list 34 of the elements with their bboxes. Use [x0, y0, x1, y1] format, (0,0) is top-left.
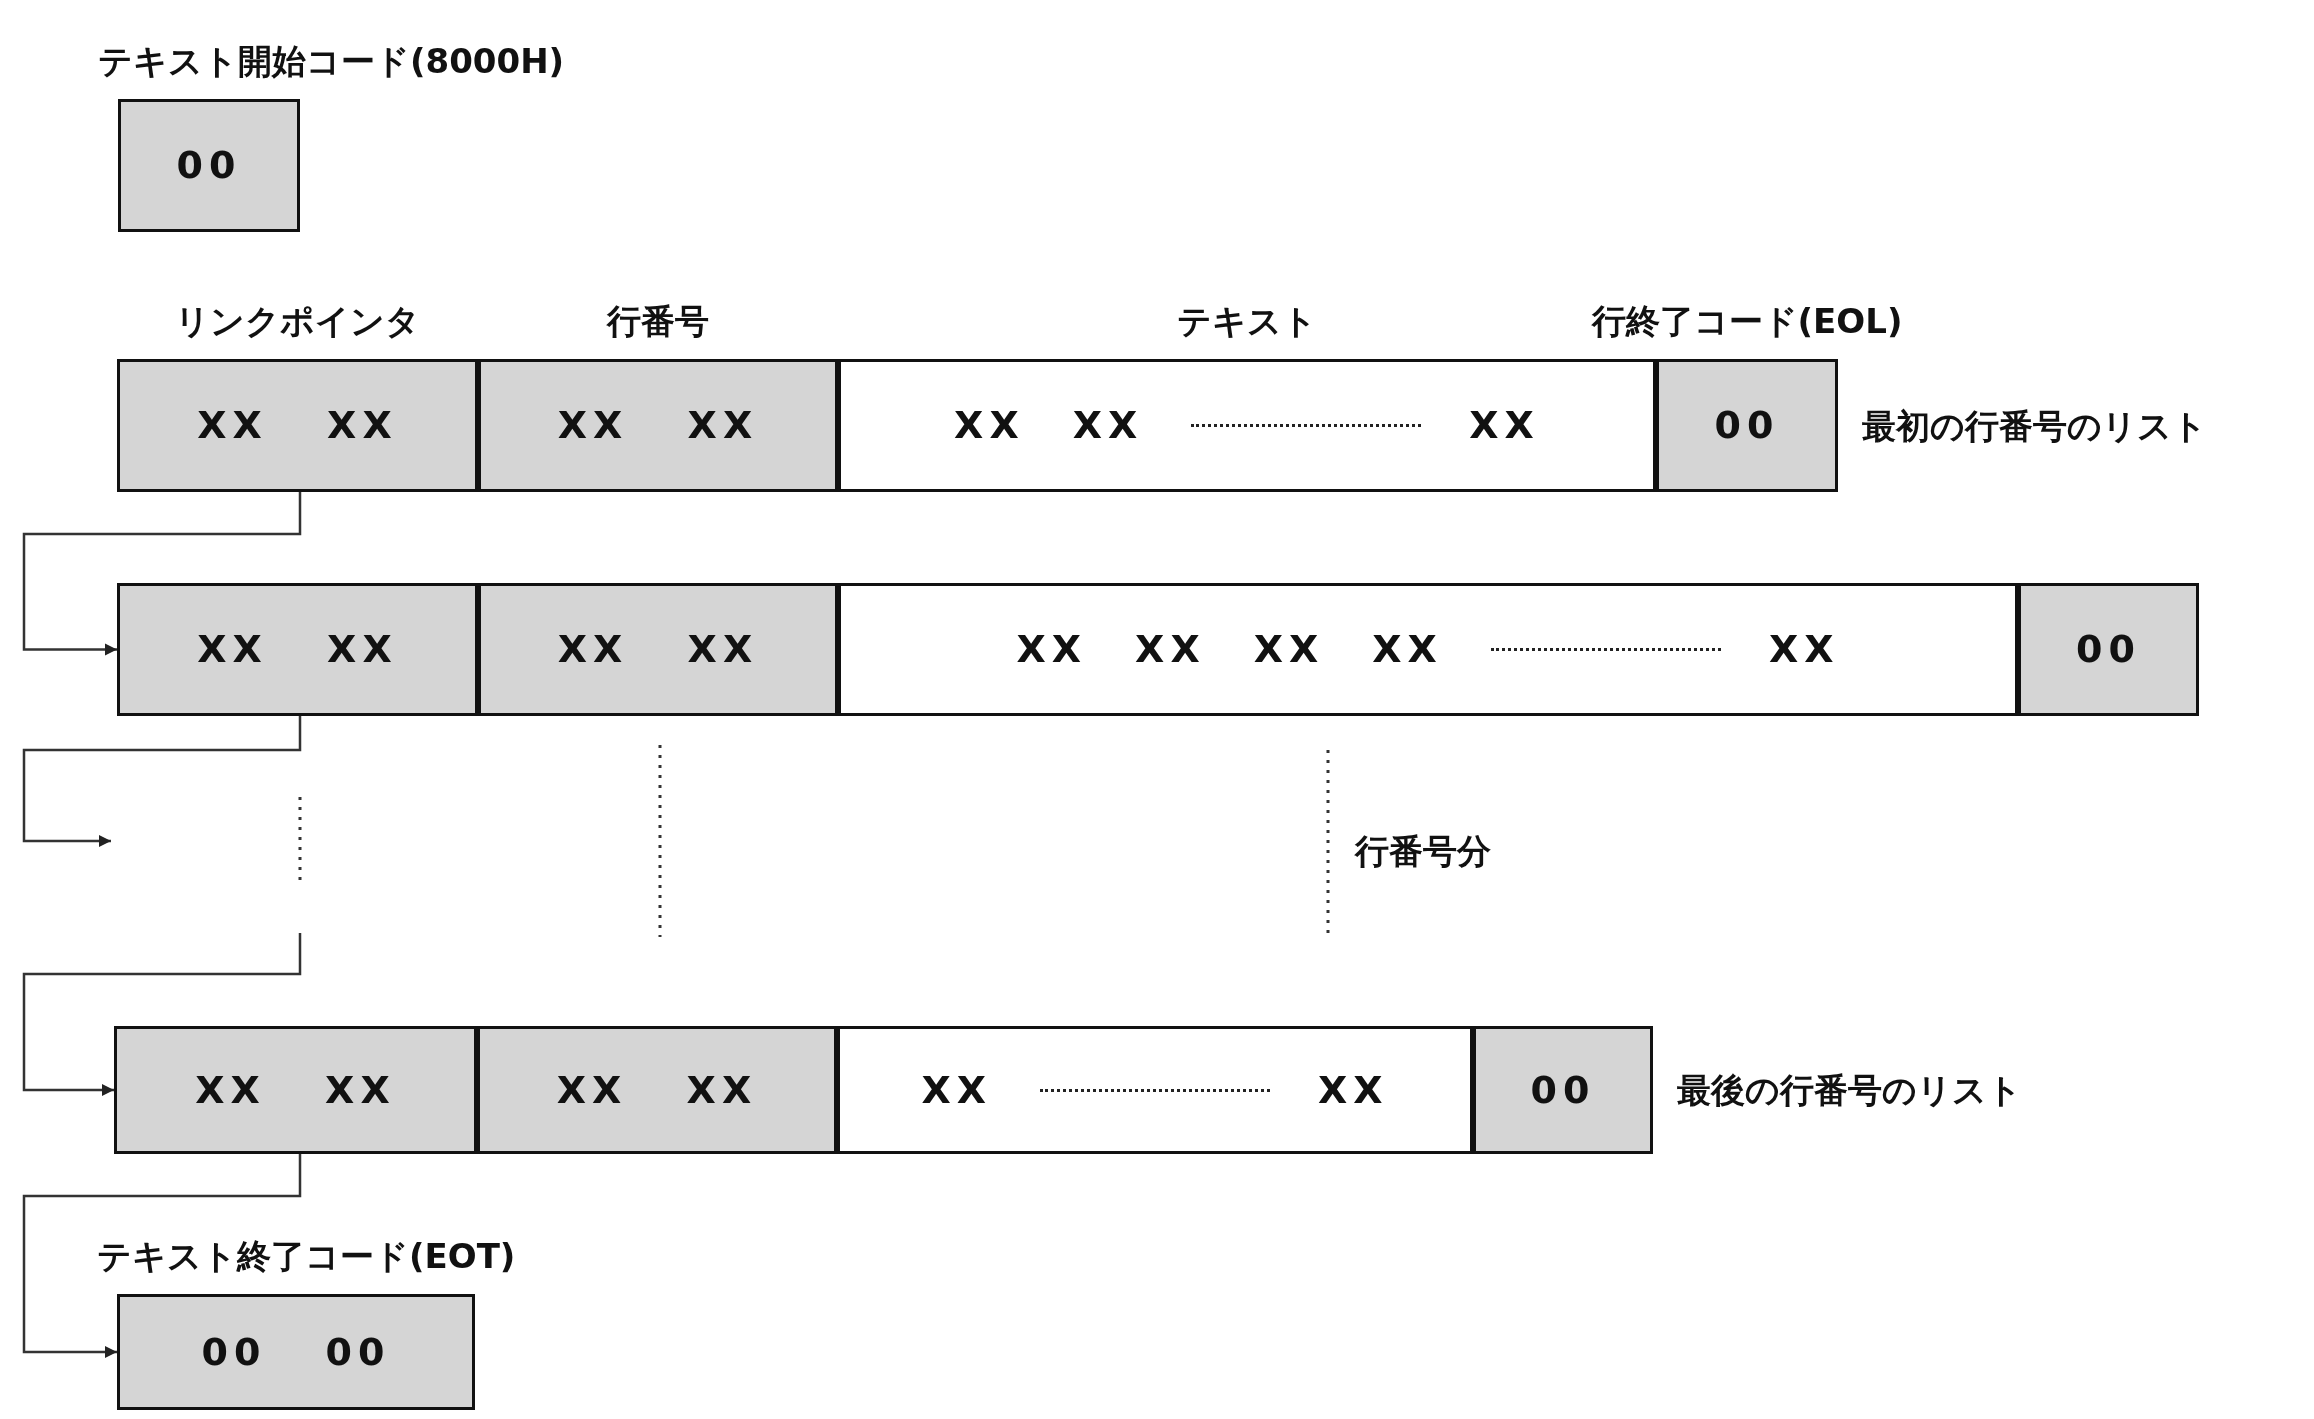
link-arrow [22, 933, 302, 1097]
byte-value: XX XX [557, 402, 759, 449]
field-heading: テキスト開始コード(8000H) [98, 40, 565, 83]
byte-value: 00 [1530, 1066, 1596, 1114]
byte-value: XX [1135, 626, 1206, 673]
byte-value: XX XX [557, 626, 759, 673]
byte-value: XX XX [197, 626, 398, 673]
byte-value: XX XX [195, 1066, 396, 1114]
note-label: 行番号分 [1355, 830, 1491, 873]
field-heading: テキスト終了コード(EOT) [97, 1235, 516, 1278]
byte-value: XX [1318, 1066, 1389, 1114]
byte-value: XX [921, 1066, 992, 1114]
byte-value: XX [1469, 402, 1540, 449]
byte-value: XX XX [197, 402, 398, 449]
row-caption: 最初の行番号のリスト [1862, 404, 2207, 447]
field-heading: 行番号 [607, 300, 709, 343]
byte-value: 00 [2076, 626, 2141, 673]
byte-value: XX [1768, 626, 1840, 673]
byte-value: XX [1072, 402, 1144, 449]
field-heading: リンクポインタ [175, 300, 420, 343]
row-caption: 最後の行番号のリスト [1677, 1068, 2022, 1112]
byte-value: XX XX [556, 1066, 758, 1114]
field-heading: テキスト [1177, 300, 1317, 343]
byte-value: 00 [176, 142, 242, 189]
byte-value: XX [954, 402, 1025, 449]
link-arrow [22, 1154, 302, 1359]
link-arrow [22, 492, 302, 656]
byte-value: 00 00 [201, 1328, 391, 1376]
field-heading: 行終了コード(EOL) [1591, 300, 1903, 343]
byte-value: XX [1372, 626, 1443, 673]
link-arrow [22, 716, 302, 848]
byte-value: XX [1253, 626, 1325, 673]
byte-value: XX [1016, 626, 1088, 673]
byte-value: 00 [1714, 402, 1780, 449]
